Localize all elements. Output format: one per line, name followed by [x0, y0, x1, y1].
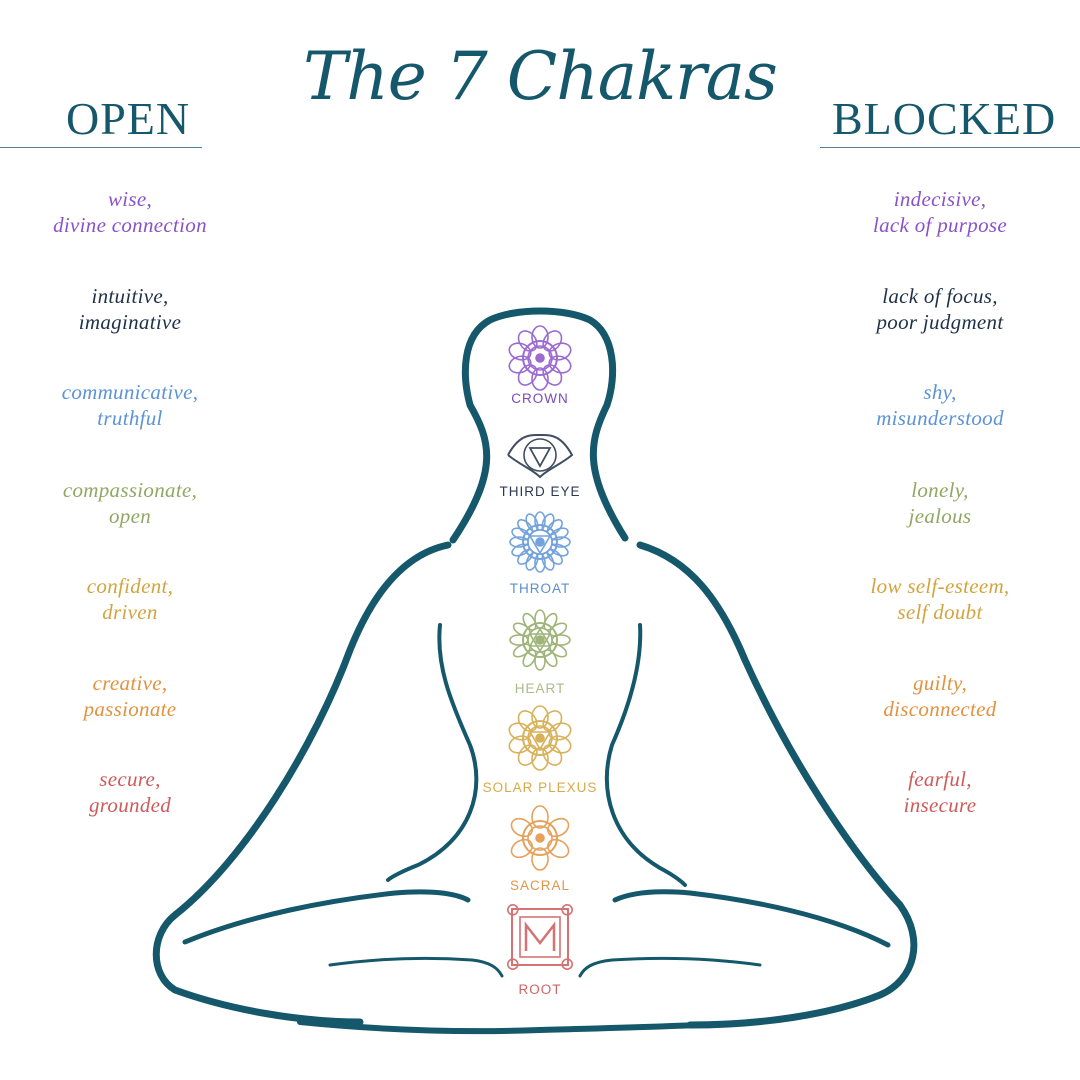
open-trait-throat: communicative,truthful: [0, 379, 260, 431]
trait-line: lack of purpose: [873, 213, 1007, 237]
trait-line: shy,: [923, 380, 957, 404]
trait-line: compassionate,: [62, 478, 198, 502]
chakra-heart-icon: [509, 609, 571, 671]
blocked-trait-heart: lonely,jealous: [810, 477, 1070, 529]
trait-line: divine connection: [53, 213, 207, 237]
chakra-label-crown: CROWN: [511, 391, 569, 406]
chakra-label-solar-plexus: SOLAR PLEXUS: [483, 780, 598, 795]
trait-line: wise,: [107, 187, 153, 211]
chakra-label-sacral: SACRAL: [510, 878, 570, 893]
open-trait-root: secure,grounded: [0, 766, 260, 818]
trait-line: open: [108, 504, 152, 528]
trait-line: fearful,: [908, 767, 972, 791]
chakra-sacral-icon: [510, 805, 570, 871]
open-trait-sacral: creative,passionate: [0, 670, 260, 722]
chakra-crown-icon: [508, 325, 572, 391]
blocked-trait-third-eye: lack of focus,poor judgment: [810, 283, 1070, 335]
trait-line: passionate: [83, 697, 177, 721]
blocked-trait-crown: indecisive,lack of purpose: [810, 186, 1070, 238]
trait-line: driven: [102, 600, 158, 624]
trait-line: disconnected: [883, 697, 997, 721]
trait-line: low self-esteem,: [870, 574, 1010, 598]
chakra-solar-plexus-icon: [508, 705, 572, 771]
page-title: The 7 Chakras: [303, 38, 778, 115]
blocked-heading-underline: [820, 147, 1080, 148]
blocked-trait-sacral: guilty,disconnected: [810, 670, 1070, 722]
blocked-trait-throat: shy,misunderstood: [810, 379, 1070, 431]
trait-line: poor judgment: [876, 310, 1004, 334]
trait-line: confident,: [86, 574, 174, 598]
trait-line: indecisive,: [893, 187, 987, 211]
chakra-throat-icon: [509, 511, 571, 573]
chakra-label-heart: HEART: [515, 681, 566, 696]
chakra-label-third-eye: THIRD EYE: [499, 484, 580, 499]
chakra-third-eye-icon: [507, 433, 574, 479]
open-trait-crown: wise,divine connection: [0, 186, 260, 238]
trait-line: jealous: [908, 504, 972, 528]
trait-line: grounded: [88, 793, 172, 817]
chakra-root-icon: [506, 903, 574, 971]
chakra-label-throat: THROAT: [510, 581, 571, 596]
blocked-trait-root: fearful,insecure: [810, 766, 1070, 818]
blocked-trait-solar-plexus: low self-esteem,self doubt: [810, 573, 1070, 625]
trait-line: communicative,: [61, 380, 199, 404]
body-outline: [152, 307, 918, 1035]
trait-line: intuitive,: [91, 284, 169, 308]
open-trait-heart: compassionate,open: [0, 477, 260, 529]
open-trait-solar-plexus: confident,driven: [0, 573, 260, 625]
trait-line: misunderstood: [876, 406, 1004, 430]
blocked-heading: BLOCKED: [832, 93, 1057, 144]
open-trait-third-eye: intuitive,imaginative: [0, 283, 260, 335]
trait-line: lack of focus,: [882, 284, 998, 308]
trait-line: imaginative: [78, 310, 182, 334]
trait-line: lonely,: [911, 478, 969, 502]
trait-line: creative,: [92, 671, 168, 695]
open-heading: OPEN: [66, 93, 191, 144]
chakra-icons: CROWN THIRD EYE THROAT HEART SOLAR PLEXUS SAC…: [483, 325, 598, 997]
trait-line: secure,: [99, 767, 161, 791]
trait-line: guilty,: [912, 671, 967, 695]
trait-line: truthful: [97, 406, 163, 430]
trait-line: insecure: [903, 793, 977, 817]
chakra-label-root: ROOT: [519, 982, 562, 997]
open-heading-underline: [0, 147, 202, 148]
trait-line: self doubt: [897, 600, 983, 624]
